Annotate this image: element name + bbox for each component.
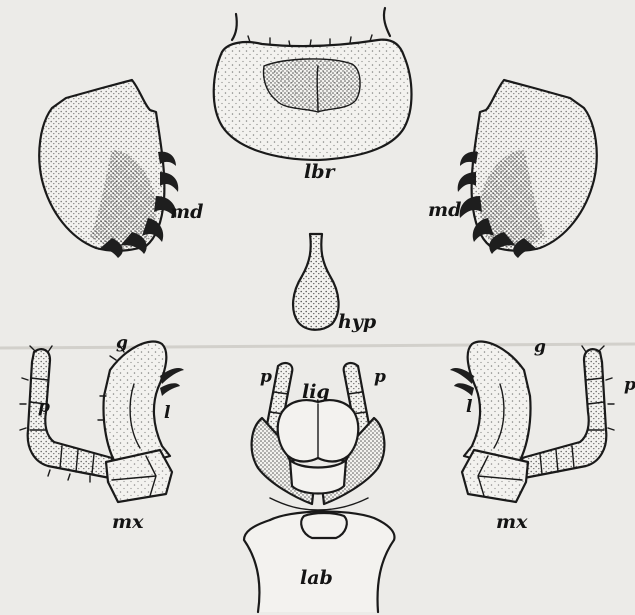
label-lacinia-right: l bbox=[466, 397, 473, 417]
label-maxilla-left: mx bbox=[112, 511, 144, 533]
maxilla-right bbox=[450, 342, 614, 502]
label-ligula: lig bbox=[302, 381, 330, 403]
mandible-right bbox=[458, 80, 597, 258]
label-maxilla-right: mx bbox=[496, 511, 528, 533]
labrum bbox=[214, 8, 412, 160]
label-galea-right: g bbox=[534, 337, 546, 357]
maxilla-left bbox=[20, 342, 184, 502]
label-lacinia-left: l bbox=[164, 403, 171, 423]
label-palp-left: p bbox=[38, 397, 50, 417]
label-labium: lab bbox=[300, 567, 333, 589]
label-labial-palp-left: p bbox=[260, 367, 272, 387]
label-labial-palp-right: p bbox=[374, 367, 386, 387]
label-labrum: lbr bbox=[304, 161, 337, 183]
label-hypopharynx: hyp bbox=[338, 311, 377, 333]
label-mandible-right: md bbox=[428, 199, 461, 221]
label-galea-left: g bbox=[116, 333, 128, 353]
mandible-left bbox=[39, 80, 178, 258]
label-mandible-left: md bbox=[170, 201, 203, 223]
hypopharynx bbox=[293, 234, 339, 330]
label-palp-right: p bbox=[624, 375, 635, 395]
